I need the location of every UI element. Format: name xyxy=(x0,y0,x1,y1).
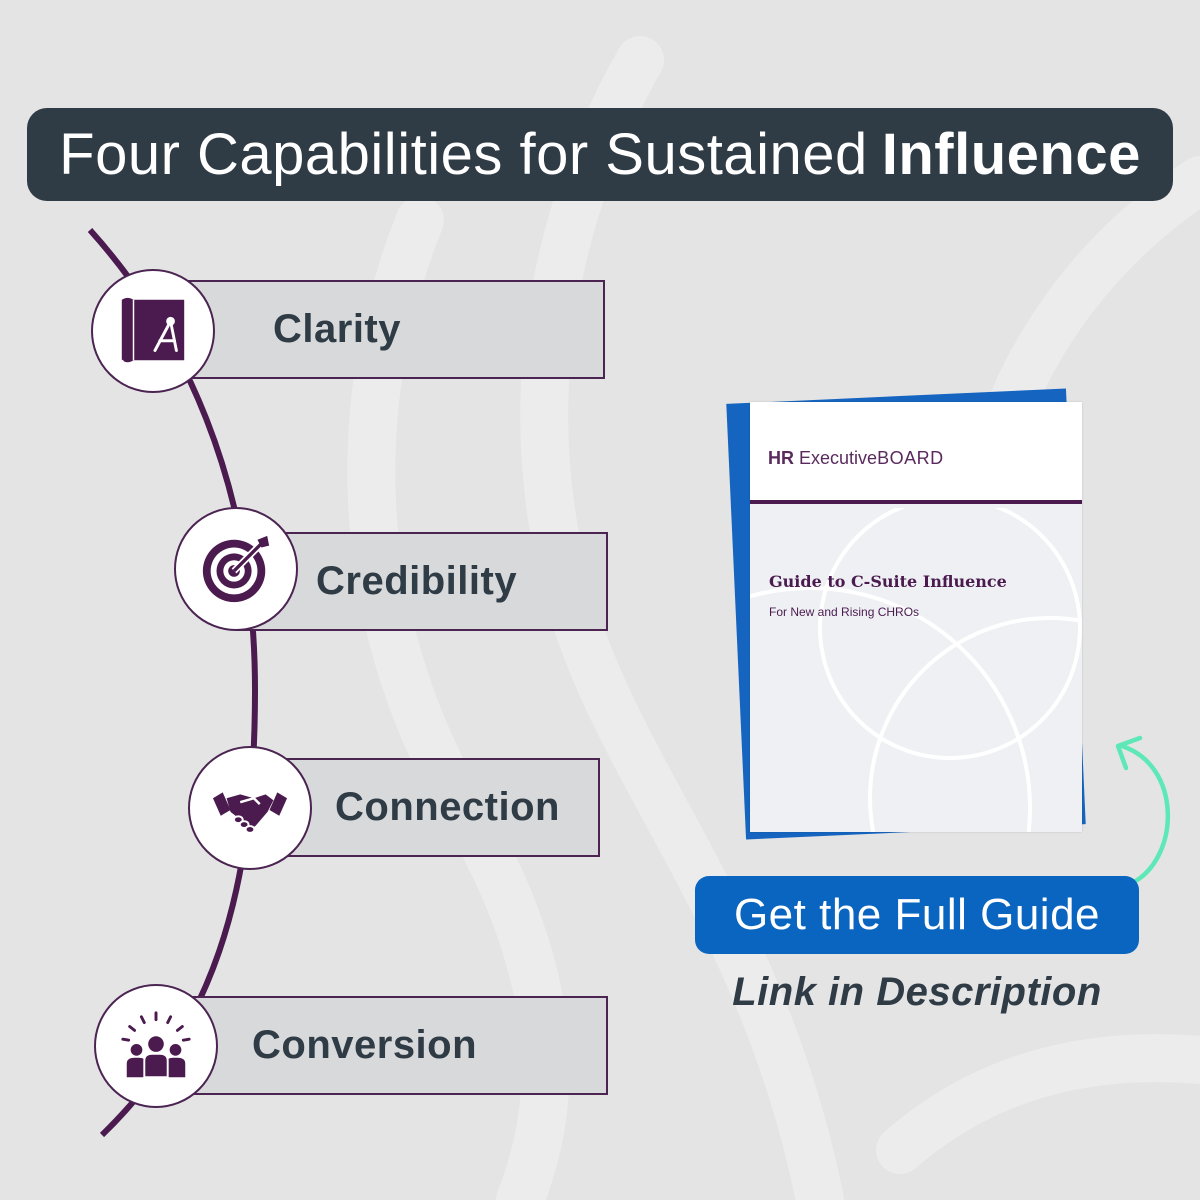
get-guide-button[interactable]: Get the Full Guide xyxy=(695,876,1139,954)
capability-connection-badge xyxy=(188,746,312,870)
capability-conversion: Conversion xyxy=(183,996,608,1095)
capability-label: Connection xyxy=(335,785,560,829)
cover-rings-decoration xyxy=(750,508,1082,832)
capability-conversion-badge xyxy=(94,984,218,1108)
link-note: Link in Description xyxy=(732,970,1102,1014)
capability-label: Clarity xyxy=(273,307,401,351)
blueprint-compass-icon xyxy=(121,297,185,366)
capability-label: Conversion xyxy=(252,1023,478,1067)
guide-cover: HR ExecutiveBOARD Guide to C-Suite Influ… xyxy=(750,402,1082,832)
page-title: Four Capabilities for Sustained Influenc… xyxy=(27,108,1173,201)
title-regular: Four Capabilities for Sustained xyxy=(59,122,868,187)
title-bold: Influence xyxy=(881,122,1141,187)
capability-label: Credibility xyxy=(316,559,518,603)
capability-clarity-badge xyxy=(91,269,215,393)
get-guide-button-label: Get the Full Guide xyxy=(733,890,1101,939)
brand-logo: HR ExecutiveBOARD xyxy=(768,448,944,469)
capability-credibility: Credibility xyxy=(236,532,608,631)
capability-credibility-badge xyxy=(174,507,298,631)
guide-cover-header: HR ExecutiveBOARD xyxy=(750,402,1082,504)
curved-arrow-icon xyxy=(1115,735,1171,885)
brand-part-1: HR xyxy=(768,448,794,468)
target-dart-icon xyxy=(202,535,270,603)
guide-subtitle: For New and Rising CHROs xyxy=(769,605,920,619)
handshake-icon xyxy=(212,792,288,834)
brand-part-2: Executive xyxy=(799,448,878,468)
brand-part-3: BOARD xyxy=(877,448,944,468)
audience-group-icon xyxy=(121,1011,191,1079)
guide-title: Guide to C-Suite Influence xyxy=(769,572,1007,591)
capability-clarity: Clarity xyxy=(183,280,605,379)
